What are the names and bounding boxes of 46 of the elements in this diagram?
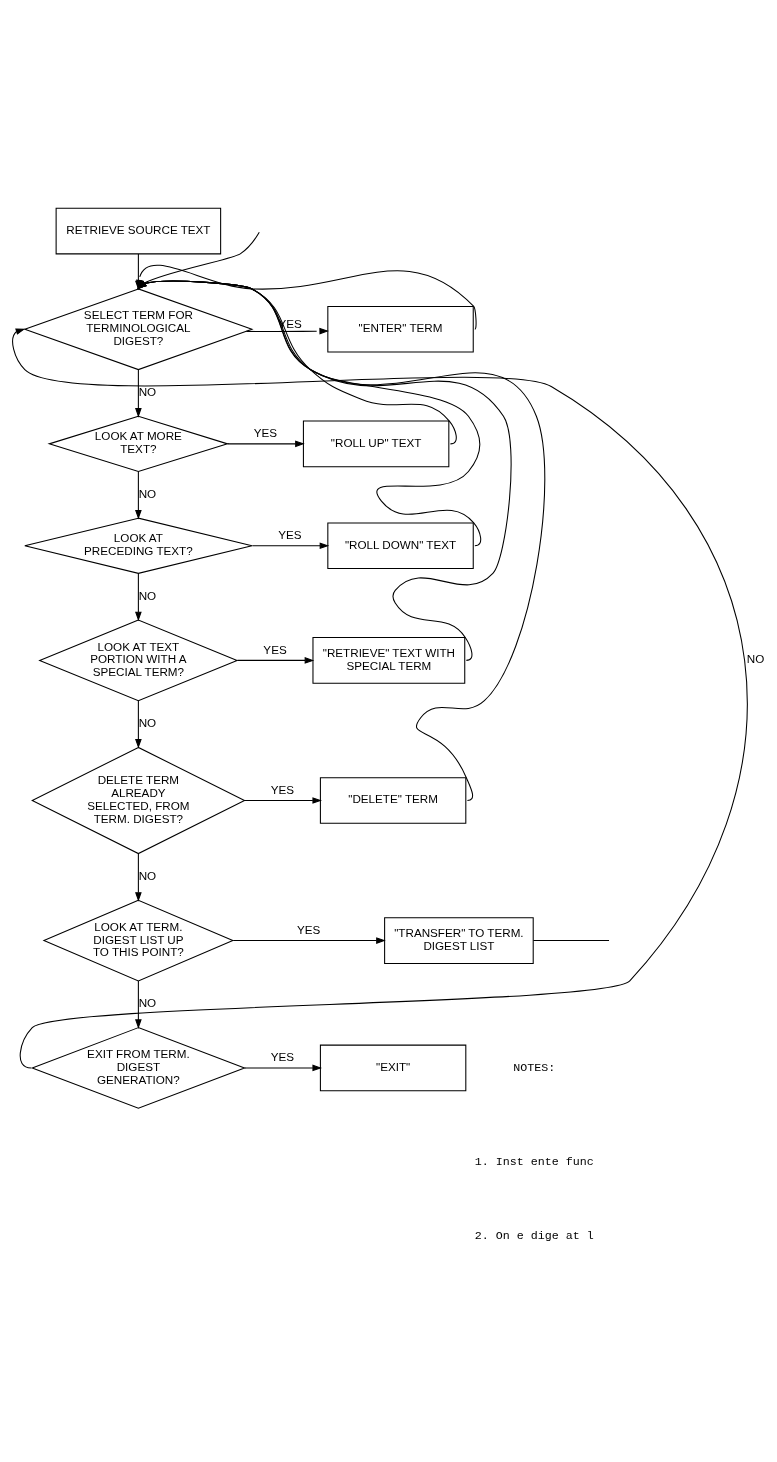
node-box: "DELETE" TERM xyxy=(319,776,467,824)
edge-label: YES xyxy=(270,782,295,796)
label: 1. Inst ente func xyxy=(474,1154,594,1169)
node-box: "ROLL DOWN" TEXT xyxy=(327,521,474,569)
arrow xyxy=(245,327,329,334)
edge-label: NO xyxy=(746,651,765,665)
edge-label: YES xyxy=(263,642,287,656)
node-box: "ROLL UP" TEXT xyxy=(302,420,450,467)
arrow xyxy=(135,979,142,1029)
edge-label: NO xyxy=(138,384,157,398)
node-box: RETRIEVE SOURCE TEXT xyxy=(55,207,222,254)
node-box: "TRANSFER" TO TERM. DIGEST LIST xyxy=(384,916,534,964)
arrow xyxy=(135,699,142,749)
connector xyxy=(532,939,610,941)
arrow xyxy=(135,572,142,621)
arrow xyxy=(244,796,322,804)
edge-label: NO xyxy=(138,995,157,1009)
arrow xyxy=(244,1064,322,1071)
node-diamond: LOOK AT MORE TEXT? xyxy=(47,415,230,472)
arrow xyxy=(135,852,142,902)
arrow xyxy=(135,470,142,519)
node-box: "RETRIEVE" TEXT WITH SPECIAL TERM xyxy=(312,636,466,684)
arrow xyxy=(227,440,305,447)
arrow xyxy=(232,936,386,944)
node-diamond: EXIT FROM TERM. DIGEST GENERATION? xyxy=(30,1026,246,1109)
arrow xyxy=(236,656,315,664)
label: 2. On e dige at l xyxy=(474,1228,594,1243)
node-diamond: LOOK AT PRECEDING TEXT? xyxy=(24,517,253,574)
edge-label: YES xyxy=(297,922,321,936)
edge-label: NO xyxy=(138,486,157,500)
node-diamond: SELECT TERM FOR TERMINOLOGICAL DIGEST? xyxy=(23,287,254,370)
arrow xyxy=(12,327,748,1068)
edge-label: NO xyxy=(138,588,157,602)
edge-label: NO xyxy=(138,868,157,882)
edge-label: YES xyxy=(270,1049,295,1063)
edge-label: NO xyxy=(138,715,157,729)
node-diamond: LOOK AT TERM. DIGEST LIST UP TO THIS POINT? xyxy=(42,899,235,981)
node-box: "ENTER" TERM xyxy=(327,305,474,353)
node-diamond: LOOK AT TEXT PORTION WITH A SPECIAL TERM? xyxy=(38,619,239,701)
label: NOTES: xyxy=(513,1060,556,1075)
node-diamond: DELETE TERM ALREADY SELECTED, FROM TERM. DIGEST? xyxy=(31,746,246,854)
arrow xyxy=(251,541,330,549)
node-box: "EXIT" xyxy=(319,1044,467,1091)
edge-label: YES xyxy=(278,527,302,541)
edge-label: YES xyxy=(253,425,278,439)
arrow xyxy=(135,368,142,418)
